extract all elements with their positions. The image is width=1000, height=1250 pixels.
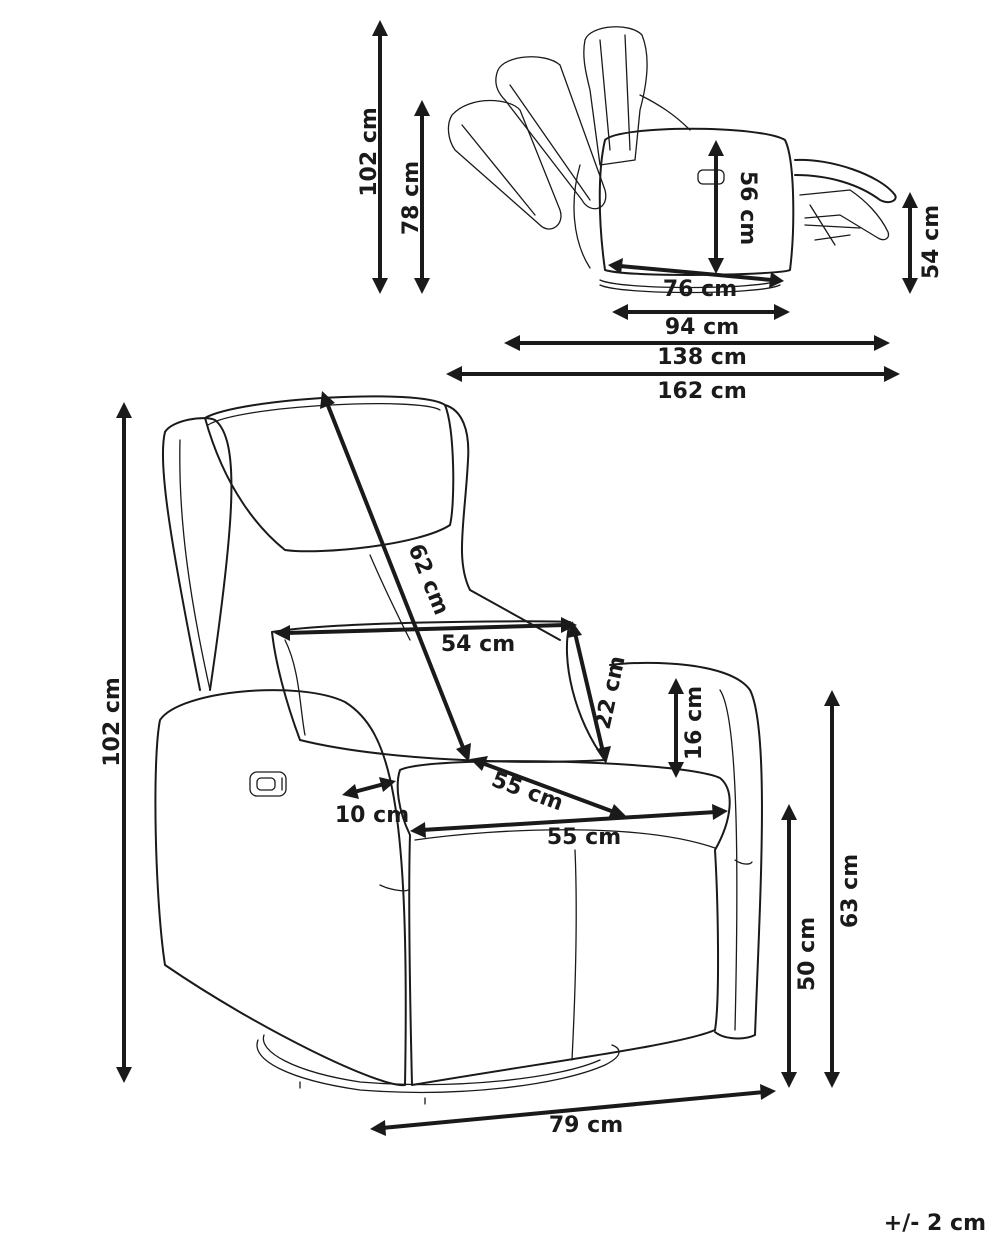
dim-recline-depth-162: 162 cm — [446, 366, 900, 404]
label-lumbar-height: 22 cm — [591, 654, 631, 732]
dim-backrest-length: 62 cm — [320, 391, 471, 762]
label-front-height: 102 cm — [100, 677, 125, 767]
label-recline-depth-162: 162 cm — [657, 379, 747, 404]
dim-recline-height: 102 cm — [357, 20, 388, 294]
dim-armrest-top: 16 cm — [668, 678, 707, 778]
dim-recline-seat-width: 76 cm — [608, 258, 784, 302]
dim-seat-height: 50 cm — [781, 804, 820, 1088]
label-total-width: 79 cm — [549, 1113, 623, 1138]
label-seat-depth: 55 cm — [488, 767, 566, 816]
dim-armrest-height: 63 cm — [824, 690, 863, 1088]
dim-armrest-width: 10 cm — [335, 777, 409, 828]
label-footrest-height: 54 cm — [919, 205, 944, 279]
dim-front-height: 102 cm — [100, 402, 132, 1083]
chair-front-view — [154, 395, 763, 1105]
label-backrest-length: 62 cm — [403, 540, 454, 618]
dim-recline-seat-depth: 56 cm — [708, 140, 760, 274]
label-recline-seat-depth: 56 cm — [735, 171, 760, 245]
label-armrest-height: 63 cm — [838, 854, 863, 928]
tolerance-note: +/- 2 cm — [884, 1211, 986, 1236]
label-seat-width: 55 cm — [547, 825, 621, 850]
dim-total-width: 79 cm — [370, 1084, 776, 1138]
label-recline-seat-width: 76 cm — [663, 277, 737, 302]
dim-seat-width: 55 cm — [410, 804, 728, 850]
dim-recline-depth-138: 138 cm — [504, 335, 890, 370]
dim-footrest-height: 54 cm — [902, 192, 944, 294]
label-recline-depth-138: 138 cm — [657, 345, 747, 370]
label-recline-back-height: 78 cm — [399, 161, 424, 235]
label-lumbar-width: 54 cm — [441, 632, 515, 657]
reclined-chair-side-view — [447, 26, 897, 294]
label-armrest-top: 16 cm — [682, 686, 707, 760]
label-seat-height: 50 cm — [795, 917, 820, 991]
dim-recline-back-height: 78 cm — [399, 100, 430, 294]
dim-lumbar-width: 54 cm — [274, 617, 577, 657]
dim-seat-depth: 55 cm — [470, 756, 626, 819]
dim-lumbar-height: 22 cm — [567, 621, 631, 764]
dim-recline-depth-94: 94 cm — [612, 304, 790, 340]
label-recline-height: 102 cm — [357, 107, 382, 197]
label-recline-depth-94: 94 cm — [665, 315, 739, 340]
label-armrest-width: 10 cm — [335, 803, 409, 828]
